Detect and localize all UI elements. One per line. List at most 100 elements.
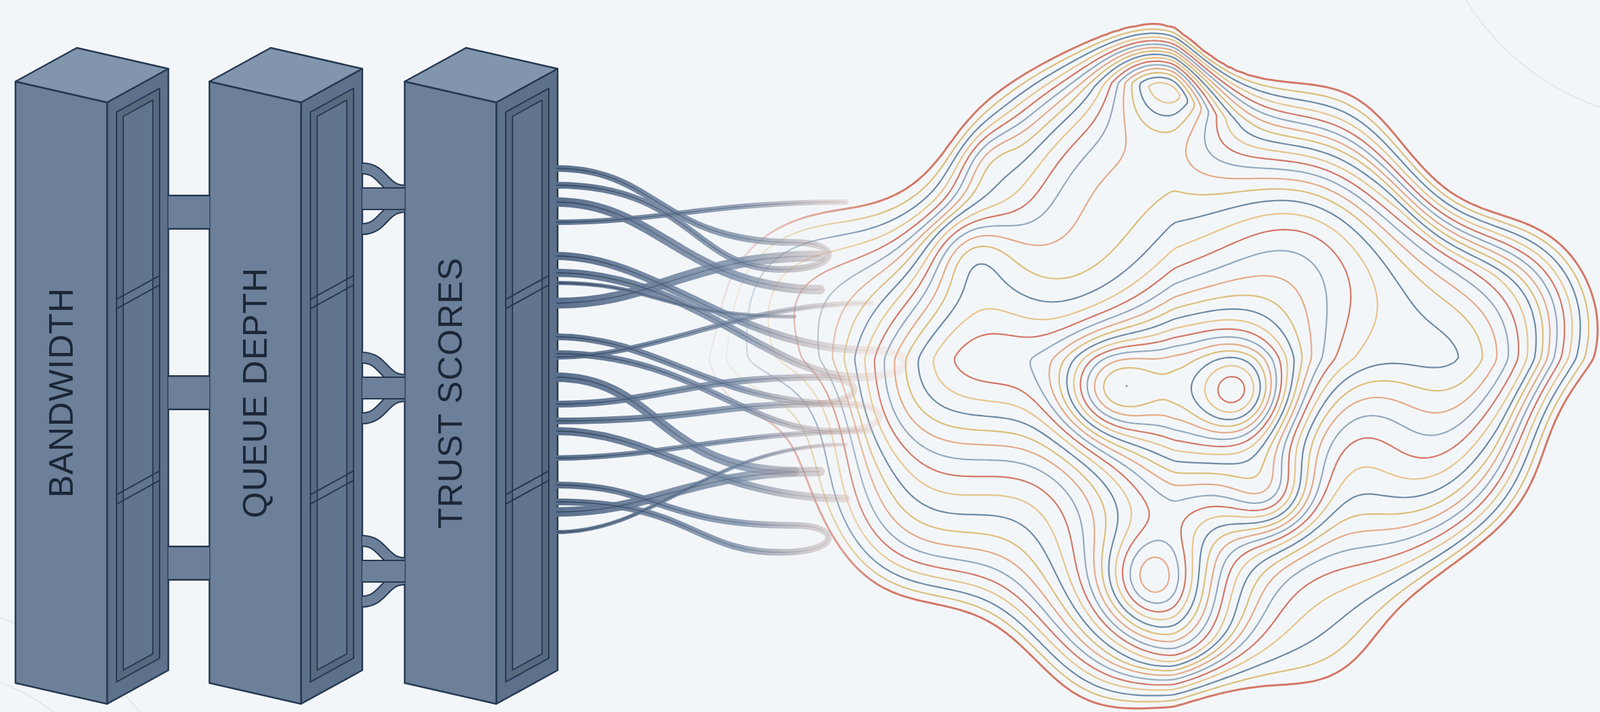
contour-line — [1218, 376, 1246, 403]
connector-bar — [168, 547, 210, 580]
contour-line — [1126, 357, 1261, 420]
contour-line — [854, 54, 1537, 666]
pillar-connector — [362, 168, 405, 229]
connector-tendril — [362, 540, 405, 563]
contour-line — [884, 64, 1509, 649]
contour-line — [818, 44, 1557, 681]
pillar-node: TRUST SCORES — [404, 26, 558, 708]
data-strand-edge — [556, 168, 829, 270]
slot-divider — [505, 275, 549, 299]
data-strand — [556, 430, 846, 499]
contour-line — [1066, 309, 1294, 464]
slot-divider — [310, 284, 354, 309]
connector-outline — [168, 194, 210, 230]
connector-outline — [168, 375, 210, 411]
connector-outline — [362, 579, 405, 602]
slot-divider — [116, 275, 160, 299]
pillar-side — [107, 68, 169, 704]
contour-line — [905, 72, 1483, 635]
slot-divider — [310, 480, 354, 504]
connector-tendril — [362, 377, 405, 398]
connector-outline — [362, 540, 405, 563]
pillar-side — [496, 68, 558, 704]
connector-outline — [362, 376, 405, 400]
contour-line — [864, 57, 1528, 662]
pillar-slot-inner — [512, 100, 543, 671]
data-strand-edge — [556, 303, 872, 357]
slot-divider — [310, 470, 354, 495]
data-strand — [556, 255, 821, 304]
data-strand-edge — [556, 484, 829, 553]
contour-line — [832, 47, 1550, 676]
connector-outline — [362, 206, 405, 229]
slot-divider — [310, 275, 354, 299]
pillar-shape — [404, 26, 558, 708]
data-strand — [556, 377, 854, 421]
data-strand — [556, 484, 829, 553]
slot-divider — [505, 480, 549, 504]
contour-line — [844, 51, 1544, 671]
data-strand — [556, 202, 846, 223]
slot-divider — [116, 480, 160, 504]
connector-outline — [362, 559, 405, 583]
connector-outline — [362, 395, 405, 419]
contour-line — [1059, 294, 1303, 479]
data-strand-edge — [556, 430, 872, 458]
pillar-top — [209, 47, 363, 103]
pillar-connector — [168, 392, 210, 394]
contour-line — [933, 82, 1378, 620]
connector-tendril — [362, 560, 405, 582]
data-strand — [556, 282, 795, 317]
pillar-front — [15, 81, 108, 704]
pillar-node: BANDWIDTH — [15, 26, 169, 708]
connector-outline — [362, 168, 405, 191]
pillar-connector — [362, 540, 405, 602]
connector-bar — [168, 196, 210, 229]
data-strand-edge — [556, 377, 795, 472]
connector-outline — [362, 357, 405, 380]
contour-line — [894, 68, 1497, 642]
data-strand — [556, 168, 829, 270]
pillar-label: QUEUE DEPTH — [235, 267, 275, 518]
connector-tendril — [362, 395, 405, 419]
data-strand-edge — [556, 282, 795, 317]
pillar-slot — [310, 88, 354, 682]
contour-line — [793, 40, 1565, 685]
data-strand — [556, 336, 880, 431]
connector-tendril — [362, 357, 405, 380]
contour-line — [1080, 328, 1282, 446]
data-strand — [556, 303, 872, 357]
pillar-label: TRUST SCORES — [430, 257, 471, 529]
pillar-top — [404, 47, 558, 103]
pillar-slot — [505, 88, 549, 682]
data-strand-edge — [556, 444, 846, 532]
pillar-label: BANDWIDTH — [41, 287, 81, 498]
contour-line — [1074, 319, 1288, 455]
pillar-slot-inner — [317, 100, 347, 671]
connector-tendril — [362, 206, 405, 229]
slot-divider — [116, 470, 160, 495]
pillar-face: BANDWIDTH — [15, 91, 108, 694]
data-strand-edge — [556, 430, 846, 499]
pillar-slot-inner — [123, 100, 153, 671]
data-strand — [556, 255, 906, 378]
data-strand — [556, 430, 872, 458]
faint-arc — [1427, 0, 1600, 122]
pillar-node: QUEUE DEPTH — [209, 26, 363, 708]
pillar-shape — [15, 26, 169, 708]
slot-divider — [505, 470, 549, 495]
pillar-connector — [362, 357, 405, 419]
data-strand-edge — [556, 336, 880, 431]
contour-line — [1030, 250, 1328, 603]
data-streams — [556, 168, 906, 553]
data-strand — [556, 444, 846, 532]
contour-line — [1094, 344, 1271, 433]
data-strand-edge — [556, 202, 821, 290]
data-strand-edge — [556, 255, 821, 304]
contour-line — [874, 61, 1519, 656]
contour-line — [1103, 350, 1266, 427]
pillar-connector — [168, 212, 210, 213]
slot-divider — [505, 284, 549, 309]
